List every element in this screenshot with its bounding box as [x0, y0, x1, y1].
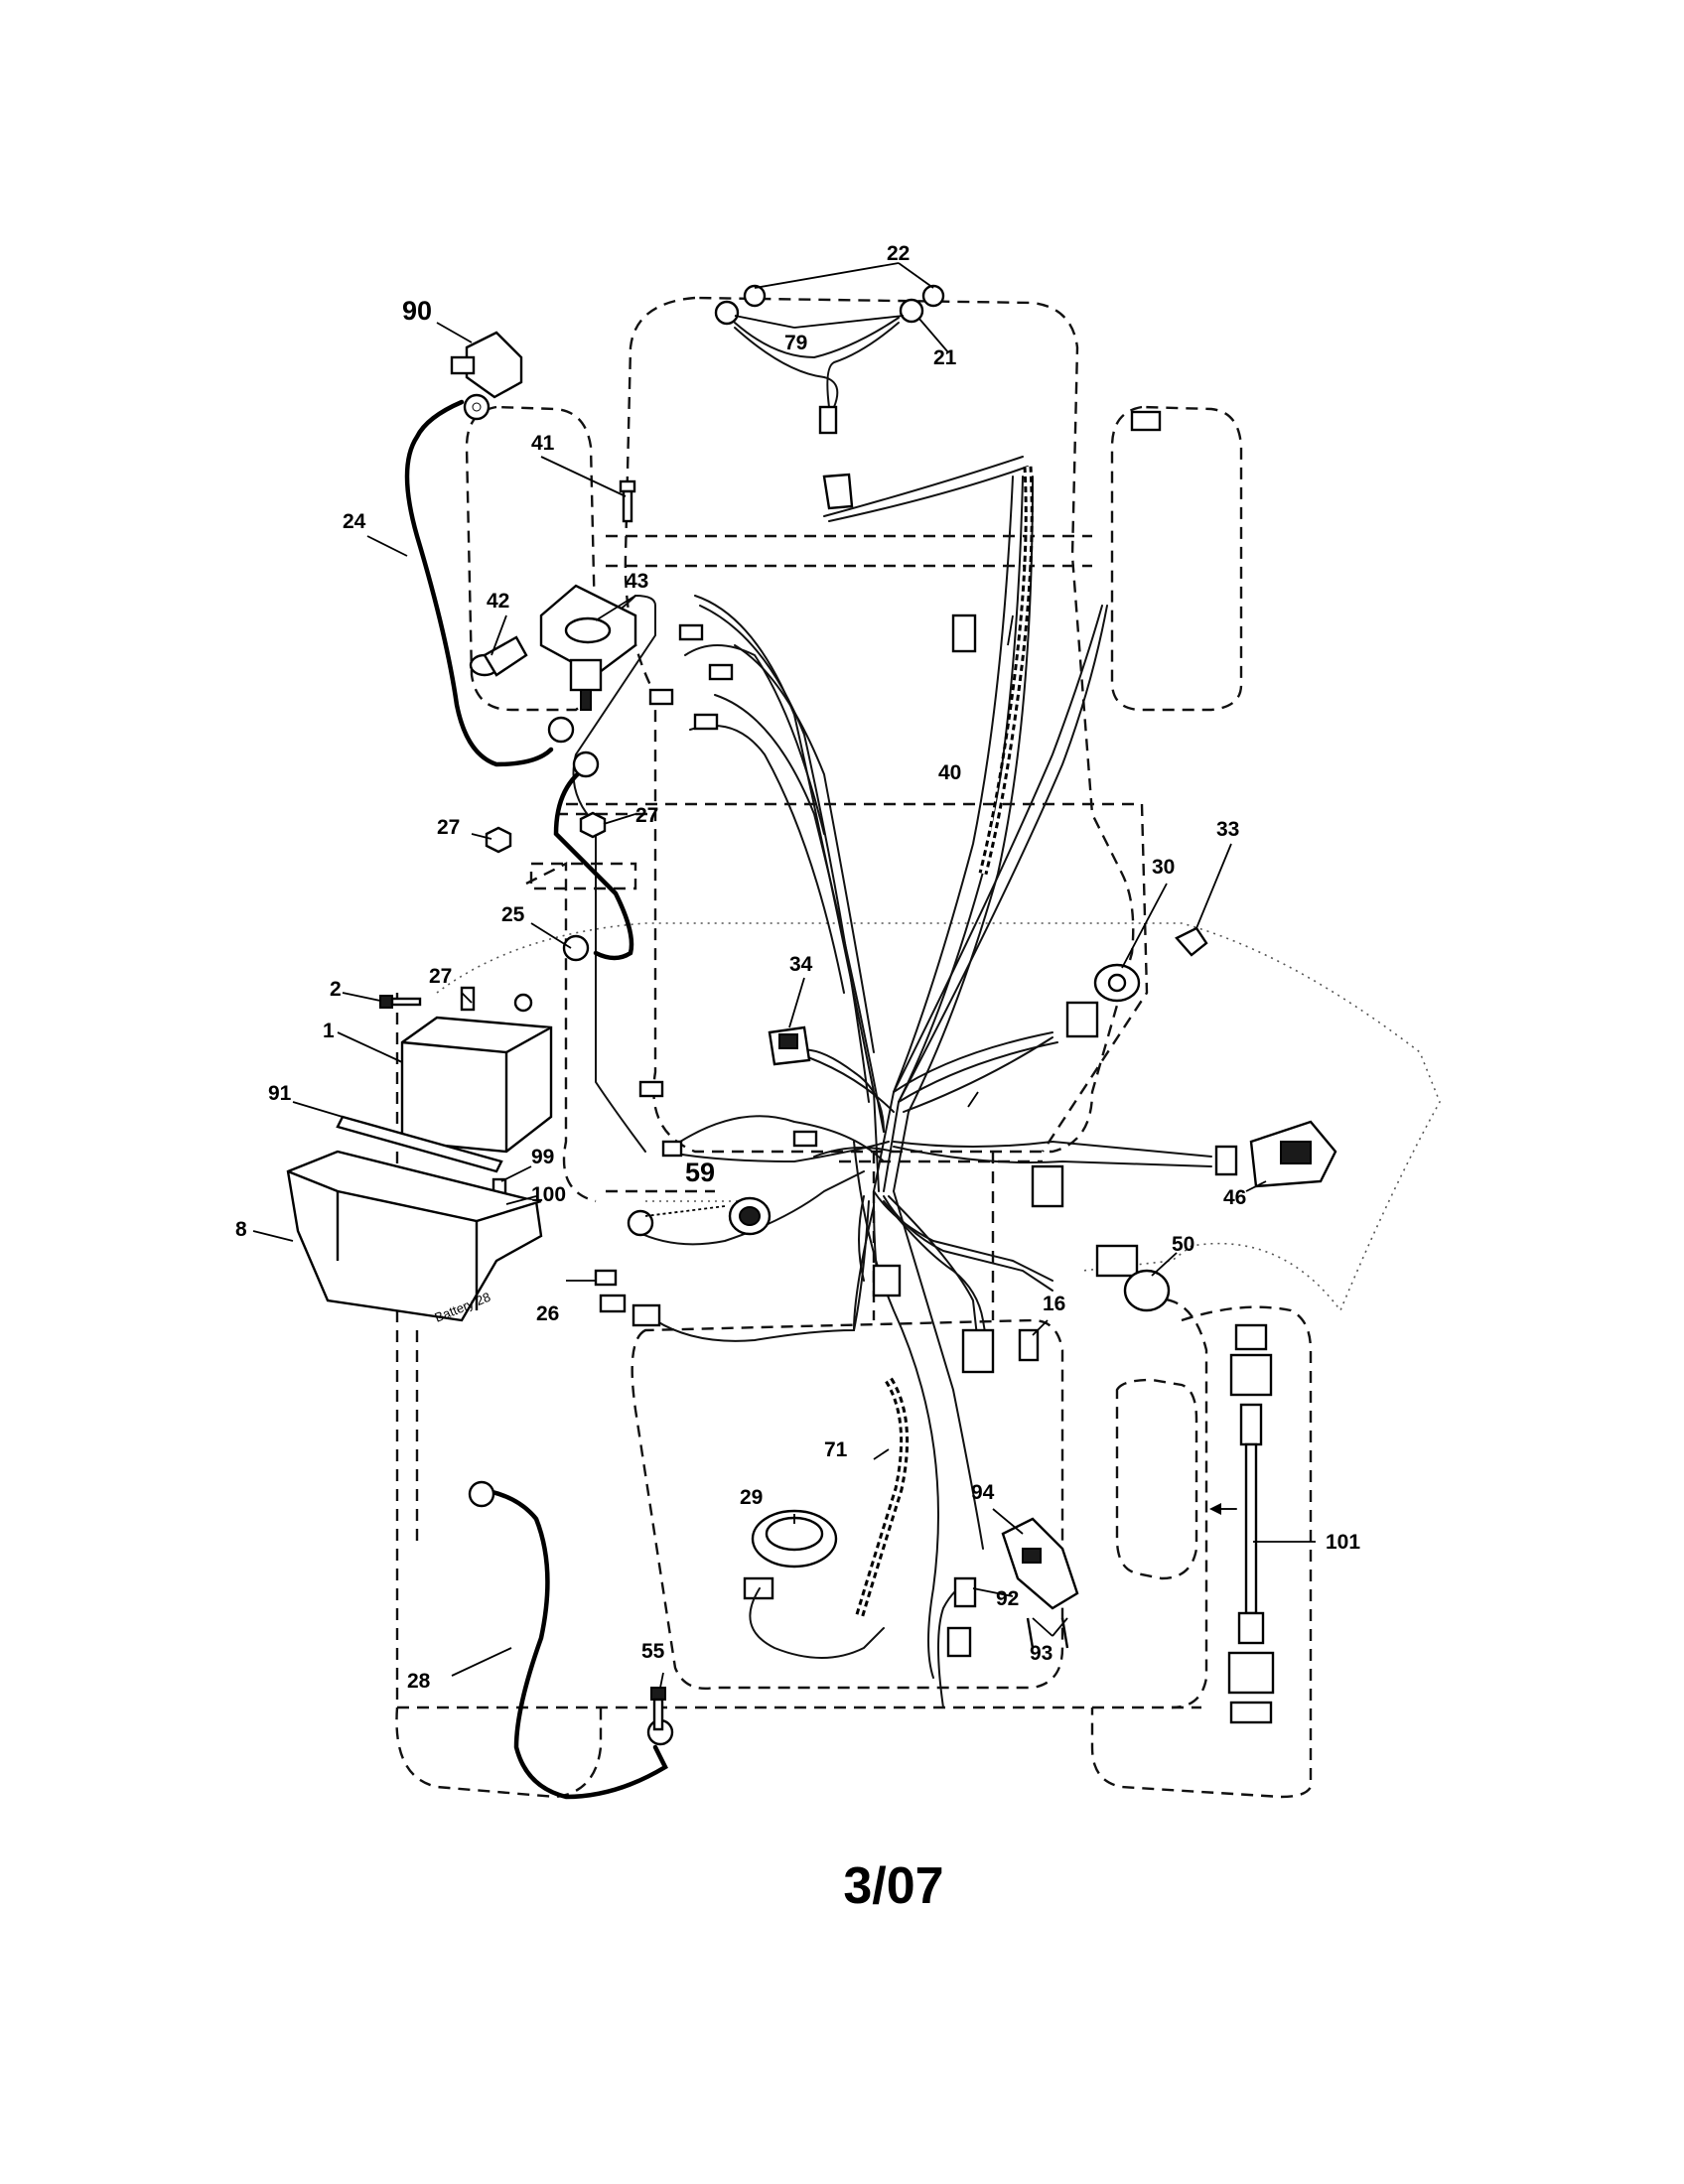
part-34-switch: [768, 1025, 811, 1066]
cable-25: [553, 761, 634, 961]
callout-labels: 22 79 21 90 41 24 42 43 27 27 25 40 33 3…: [235, 242, 1360, 1693]
callout-43: 43: [626, 570, 648, 593]
part-93-connector: [946, 1626, 972, 1658]
cable-24: [404, 399, 554, 767]
callout-16: 16: [1043, 1293, 1065, 1315]
callout-90: 90: [402, 296, 432, 326]
callout-29: 29: [740, 1486, 763, 1509]
leader-lines: [252, 262, 1316, 1689]
part-46-meter: [1249, 1120, 1337, 1188]
harness-connectors: [599, 410, 1238, 1374]
part-50-switch: [1095, 1244, 1171, 1312]
part-1-battery: [400, 986, 553, 1154]
part-79-light-harness: [734, 317, 900, 359]
callout-25: 25: [501, 903, 525, 926]
part-94-switch-assembly: [1001, 1517, 1079, 1610]
callout-8: 8: [235, 1218, 247, 1241]
ring-terminals: [463, 393, 674, 1746]
part-90-terminal-cover: [450, 331, 523, 399]
part-93-pin-a: [1026, 1617, 1035, 1649]
callout-71: 71: [824, 1438, 848, 1461]
callout-33: 33: [1216, 818, 1239, 841]
callout-99: 99: [531, 1146, 554, 1168]
callout-50: 50: [1172, 1233, 1194, 1256]
part-101-adapter-harness: [1227, 1323, 1275, 1724]
part-92-connector: [953, 1576, 977, 1608]
callout-27-right: 27: [635, 804, 658, 827]
part-8-battery-tray: [286, 1150, 543, 1322]
part-2-bolt: [379, 995, 422, 1009]
callout-42: 42: [487, 590, 509, 613]
headlight-connector: [818, 405, 838, 435]
part-27-nut-a: [485, 826, 512, 854]
callout-40: 40: [938, 761, 961, 784]
callout-26: 26: [536, 1302, 559, 1325]
callout-59: 59: [685, 1158, 715, 1187]
callout-93: 93: [1030, 1642, 1052, 1665]
front-connector: [822, 473, 854, 510]
part-41-bolt: [619, 479, 636, 523]
adapter-arrow-head: [1209, 1503, 1221, 1515]
part-55-bolt: [650, 1687, 666, 1731]
part-22-bulbs: [743, 284, 945, 308]
callout-46: 46: [1223, 1186, 1246, 1209]
callout-55: 55: [641, 1640, 665, 1663]
part-21-sockets: [714, 298, 924, 326]
callout-41: 41: [531, 432, 555, 455]
callout-21: 21: [933, 346, 957, 369]
callout-27-battery: 27: [429, 965, 452, 988]
callout-34: 34: [789, 953, 813, 976]
callout-27-left: 27: [437, 816, 460, 839]
part-30-ignition-switch: [1093, 963, 1141, 1003]
callout-92: 92: [996, 1587, 1019, 1610]
callout-79: 79: [784, 332, 807, 354]
callout-100: 100: [531, 1183, 566, 1206]
part-27-nut-b: [579, 811, 607, 839]
part-42-boot: [469, 635, 528, 677]
part-59-switch: [728, 1196, 772, 1236]
part-43-solenoid: [539, 584, 637, 711]
part-29-seat-switch: [743, 1509, 838, 1600]
part-26-fuse: [594, 1269, 618, 1287]
main-wire-harness: [555, 456, 1212, 1708]
dash-panel-outline: [436, 922, 1441, 1312]
cable-28: [474, 1486, 668, 1800]
callout-2: 2: [330, 978, 342, 1001]
callout-24: 24: [343, 510, 366, 533]
callout-28: 28: [407, 1670, 431, 1693]
callout-101: 101: [1326, 1531, 1360, 1554]
callout-94: 94: [971, 1481, 995, 1504]
callout-91: 91: [268, 1082, 292, 1105]
callout-30: 30: [1152, 856, 1175, 879]
callout-22: 22: [887, 242, 910, 265]
part-33-key: [1175, 926, 1208, 957]
part-91-strap: [336, 1115, 503, 1173]
conduit-71: [854, 1377, 910, 1620]
part-16-relay: [1018, 1328, 1040, 1362]
revision-code: 3/07: [843, 1857, 944, 1915]
callout-1: 1: [323, 1020, 335, 1042]
